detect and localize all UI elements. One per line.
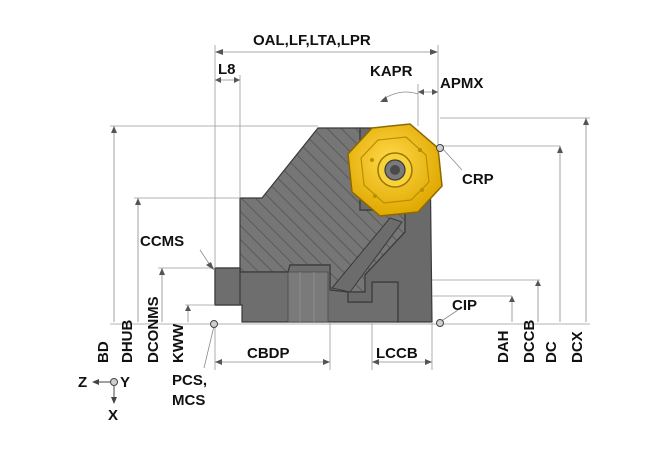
octagonal-insert-icon (347, 123, 443, 217)
label-dccb: DCCB (521, 320, 538, 363)
label-pcs: PCS, (172, 372, 207, 389)
label-ccms: CCMS (140, 233, 184, 250)
dimension-lines (110, 45, 590, 370)
axis-x-label: X (108, 407, 118, 424)
label-dc: DC (543, 341, 560, 363)
label-lccb: LCCB (376, 345, 418, 362)
label-mcs: MCS (172, 392, 205, 409)
label-dcx: DCX (569, 331, 586, 363)
circle-dot-icon (110, 144, 444, 386)
label-kapr: KAPR (370, 63, 413, 80)
label-dconms: DCONMS (145, 296, 162, 363)
axis-z-label: Z (78, 374, 87, 391)
axis-y-label: Y (120, 374, 130, 391)
label-crp: CRP (462, 171, 494, 188)
labels: OAL,LF,LTA,LPR L8 KAPR APMX CRP CCMS CIP… (78, 32, 586, 424)
label-apmx: APMX (440, 75, 483, 92)
label-l8: L8 (218, 61, 236, 78)
label-bd: BD (95, 341, 112, 363)
chip-groove (331, 217, 403, 293)
label-dah: DAH (495, 331, 512, 364)
label-oal: OAL,LF,LTA,LPR (253, 32, 371, 49)
label-cip: CIP (452, 297, 477, 314)
label-cbdp: CBDP (247, 345, 290, 362)
axis-symbol (92, 379, 117, 404)
label-kww: KWW (170, 323, 187, 363)
label-dhub: DHUB (119, 320, 136, 363)
bore-shading (287, 271, 329, 323)
